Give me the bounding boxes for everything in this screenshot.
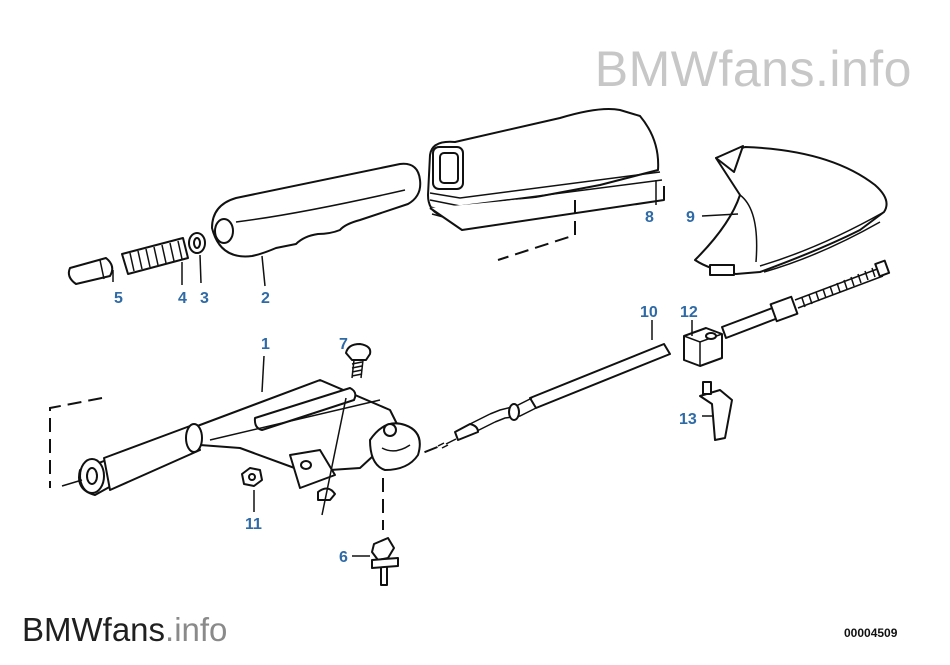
callout-10: 10 [640,304,658,321]
part-9-boot [694,145,888,276]
callout-6: 6 [339,549,348,566]
part-4-spring [121,237,189,285]
rear-cable [721,259,891,339]
part-10-cable [404,320,671,461]
callout-13: 13 [679,411,697,428]
part-5-end-cap [67,257,114,285]
callout-8: 8 [645,209,654,226]
callout-4: 4 [178,290,187,307]
callout-2: 2 [261,290,270,307]
callout-5: 5 [114,290,123,307]
part-6-switch [352,478,399,586]
part-8-console-cover [427,108,665,261]
callout-7: 7 [339,336,348,353]
part-1-lever [49,355,421,501]
diagram-id: 00004509 [844,626,898,640]
part-11-nut [241,467,263,512]
part-7-bolt [321,343,372,516]
part-12-clamp [683,320,723,367]
callout-9: 9 [686,209,695,226]
callout-12: 12 [680,304,698,321]
watermark-bottom: BMWfans.info [22,611,227,649]
part-3-washer [188,232,206,284]
callout-3: 3 [200,290,209,307]
part-13-bracket [699,381,733,441]
watermark-top: BMWfans.info [594,41,912,97]
watermark-bottom-brand: BMWfans [22,611,166,648]
callout-11: 11 [245,516,262,533]
part-2-handle-grip [211,162,422,287]
watermark-bottom-suffix: .info [165,611,228,648]
callout-1: 1 [261,336,270,353]
